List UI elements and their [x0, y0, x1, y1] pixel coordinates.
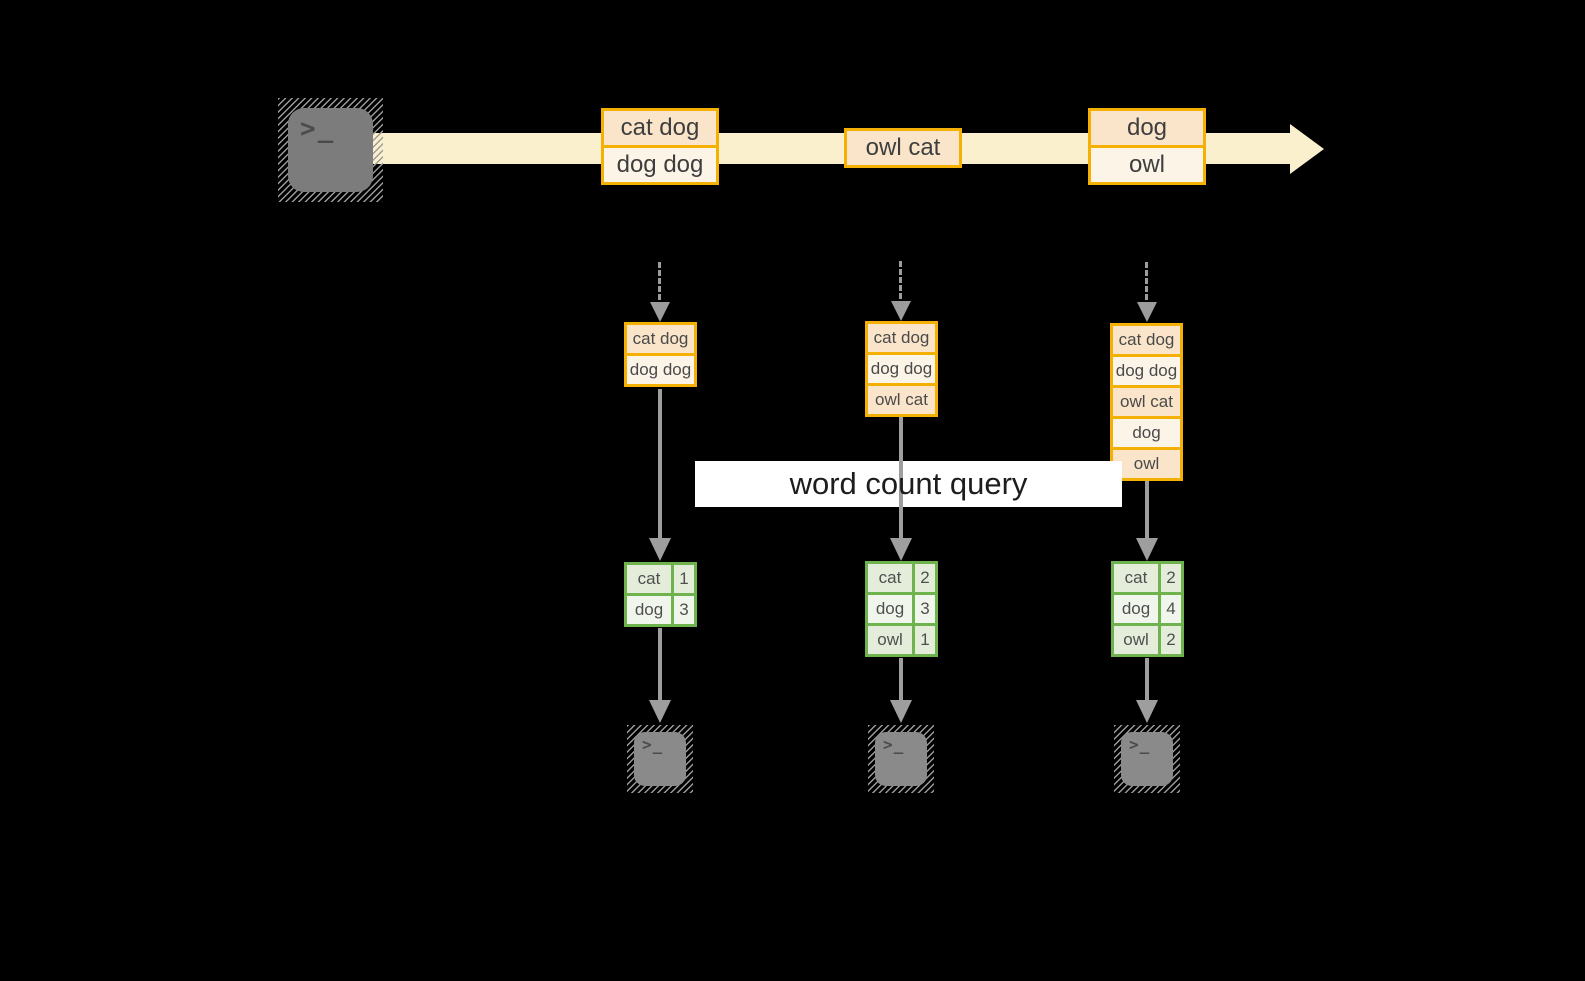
buffer-record: dog dog — [865, 352, 938, 386]
down-arrow-icon — [890, 538, 912, 561]
sink-terminal-icon: >_ — [627, 725, 693, 793]
down-arrow-icon — [649, 538, 671, 561]
stream-record: owl cat — [844, 128, 962, 168]
stream-record: dog — [1088, 108, 1206, 148]
result-word: dog — [627, 596, 671, 624]
result-table-3: cat 2 dog 4 owl 2 — [1111, 561, 1184, 657]
stream-record: dog dog — [601, 145, 719, 185]
result-count: 2 — [1161, 626, 1181, 654]
result-table-2: cat 2 dog 3 owl 1 — [865, 561, 938, 657]
down-arrow-icon — [890, 700, 912, 723]
down-arrow-dashed — [658, 262, 661, 300]
down-arrow-icon — [650, 302, 670, 322]
query-label-box — [695, 461, 1122, 507]
result-word: dog — [1114, 595, 1158, 623]
down-arrow-dashed — [899, 261, 902, 299]
down-arrow-icon — [1136, 538, 1158, 561]
result-count: 3 — [915, 595, 935, 623]
buffer-record: dog dog — [1110, 354, 1183, 388]
terminal-screen: >_ — [1121, 732, 1173, 786]
down-arrow-icon — [649, 700, 671, 723]
result-count: 1 — [915, 626, 935, 654]
source-terminal-icon: >_ — [278, 98, 383, 202]
down-arrow-shaft — [1145, 481, 1149, 539]
sink-terminal-icon: >_ — [868, 725, 934, 793]
down-arrow-shaft — [899, 658, 903, 701]
sink-terminal-icon: >_ — [1114, 725, 1180, 793]
down-arrow-icon — [1136, 700, 1158, 723]
result-word: owl — [868, 626, 912, 654]
buffer-record: cat dog — [1110, 323, 1183, 357]
terminal-screen: >_ — [288, 108, 373, 192]
down-arrow-dashed — [1145, 262, 1148, 300]
buffer-record: owl cat — [1110, 385, 1183, 419]
result-word: owl — [1114, 626, 1158, 654]
buffer-record: cat dog — [624, 322, 697, 356]
result-count: 4 — [1161, 595, 1181, 623]
stream-batch-2: owl cat — [844, 128, 962, 168]
stream-batch-1: cat dog dog dog — [601, 108, 719, 185]
stream-record: cat dog — [601, 108, 719, 148]
stream-batch-3: dog owl — [1088, 108, 1206, 185]
down-arrow-icon — [1137, 302, 1157, 322]
down-arrow-shaft — [1145, 658, 1149, 701]
buffer-record: owl cat — [865, 383, 938, 417]
buffer-list-1: cat dog dog dog — [624, 322, 697, 387]
down-arrow-shaft — [899, 417, 903, 539]
stream-record: owl — [1088, 145, 1206, 185]
result-table-1: cat 1 dog 3 — [624, 562, 697, 627]
buffer-record: owl — [1110, 447, 1183, 481]
buffer-list-3: cat dog dog dog owl cat dog owl — [1110, 323, 1183, 481]
result-count: 2 — [915, 564, 935, 592]
down-arrow-shaft — [658, 628, 662, 701]
result-word: cat — [1114, 564, 1158, 592]
buffer-record: dog — [1110, 416, 1183, 450]
terminal-prompt-icon: >_ — [642, 735, 664, 754]
result-word: cat — [627, 565, 671, 593]
terminal-prompt-icon: >_ — [300, 114, 336, 144]
buffer-list-2: cat dog dog dog owl cat — [865, 321, 938, 417]
terminal-screen: >_ — [634, 732, 686, 786]
down-arrow-icon — [891, 301, 911, 321]
result-word: dog — [868, 595, 912, 623]
terminal-screen: >_ — [875, 732, 927, 786]
result-count: 1 — [674, 565, 694, 593]
result-word: cat — [868, 564, 912, 592]
stream-right-arrow-icon — [1290, 124, 1324, 174]
down-arrow-shaft — [658, 389, 662, 539]
buffer-record: cat dog — [865, 321, 938, 355]
terminal-prompt-icon: >_ — [883, 735, 905, 754]
result-count: 3 — [674, 596, 694, 624]
terminal-prompt-icon: >_ — [1129, 735, 1151, 754]
buffer-record: dog dog — [624, 353, 697, 387]
query-label: word count query — [789, 466, 1028, 501]
result-count: 2 — [1161, 564, 1181, 592]
